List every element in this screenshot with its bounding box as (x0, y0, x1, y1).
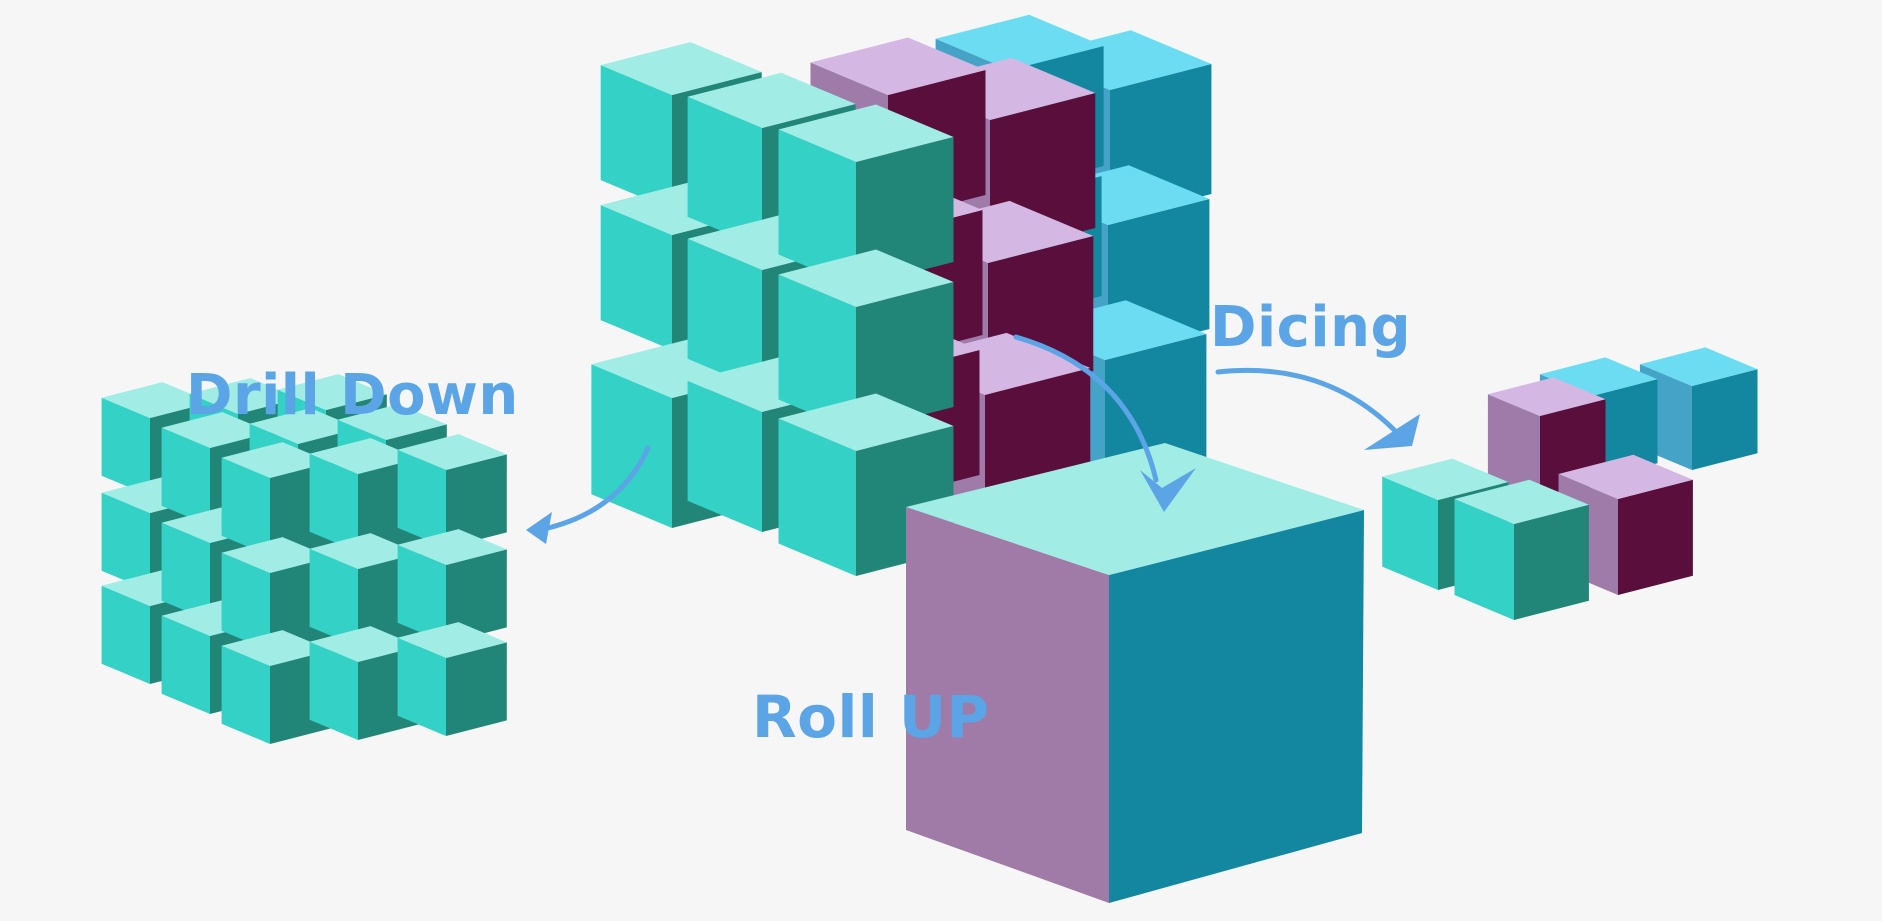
cube-front-face (778, 129, 856, 287)
cube-side-face (856, 137, 954, 287)
dice-cube-cell (1639, 347, 1758, 470)
cube-top-face (810, 37, 986, 95)
drill-cube-cell (397, 622, 507, 736)
cube-front-face (309, 453, 358, 552)
cube-top-face (277, 374, 387, 410)
cube-side-face (1692, 369, 1758, 470)
cube-front-face (1454, 499, 1514, 620)
cube-top-face (249, 408, 359, 444)
dice-cube-cell (1487, 377, 1606, 500)
cube-front-face (161, 615, 210, 714)
cube-top-face (161, 412, 271, 448)
cube-front-face (1382, 476, 1438, 590)
cube-top-face (1382, 458, 1509, 500)
cube-front-face (778, 418, 856, 576)
cube-top-face (1558, 454, 1693, 499)
cube-side-face (1618, 479, 1693, 595)
cube-front-face (778, 274, 856, 432)
big-cube-front-face (906, 507, 1109, 903)
cube-top-face (687, 72, 856, 128)
cube-front-face (221, 645, 270, 744)
cube-top-face (600, 42, 762, 95)
cube-top-face (1454, 479, 1589, 524)
main-cube-cell (778, 104, 954, 287)
cube-top-face (778, 104, 954, 162)
cube-top-face (309, 626, 419, 662)
cube-top-face (397, 434, 507, 470)
cube-top-face (1487, 377, 1606, 416)
cube-front-face (600, 205, 672, 350)
cube-top-face (189, 378, 299, 414)
roll-up-big-cube (906, 443, 1364, 903)
cube-top-face (221, 537, 331, 573)
big-cube-top-face (906, 443, 1364, 575)
cube-front-face (600, 65, 672, 210)
big-cube-side-face (1109, 510, 1364, 903)
drill-down-label: Drill Down (186, 363, 519, 428)
cube-top-face (397, 529, 507, 565)
cube-top-face (101, 382, 211, 418)
cube-side-face (1514, 504, 1589, 620)
cube-side-face (1592, 379, 1658, 480)
dicing-cube (1382, 347, 1758, 620)
curved-arrow-left-icon (526, 445, 651, 544)
drill-cube-cell (397, 529, 507, 643)
cube-top-face (221, 442, 331, 478)
dice-cube-cell (1454, 479, 1589, 620)
cube-top-face (337, 404, 447, 440)
cube-front-face (309, 548, 358, 647)
cube-side-face (856, 282, 954, 432)
cube-front-face (1487, 394, 1540, 500)
roll-up-cube (906, 443, 1364, 903)
roll-up-label: Roll UP (752, 683, 990, 751)
cube-front-face (101, 397, 150, 496)
cube-front-face (687, 380, 762, 532)
cube-top-face (778, 249, 954, 307)
cube-top-face (935, 14, 1104, 71)
cube-top-face (221, 630, 331, 666)
cube-front-face (161, 522, 210, 621)
cube-front-face (397, 637, 446, 736)
cube-side-face (446, 454, 507, 548)
arrows (526, 334, 1420, 544)
cube-front-face (161, 427, 210, 526)
cube-front-face (101, 585, 150, 684)
cube-top-face (309, 438, 419, 474)
curved-arrow-right-icon (1215, 367, 1420, 450)
cube-top-face (1639, 347, 1758, 386)
dicing-label: Dicing (1210, 295, 1412, 360)
drill-cube-cell (397, 434, 507, 548)
drill-down-cube (101, 374, 507, 744)
cube-front-face (221, 457, 270, 556)
cube-front-face (397, 544, 446, 643)
cube-front-face (397, 449, 446, 548)
cube-top-face (778, 393, 954, 451)
cube-side-face (446, 642, 507, 736)
cube-front-face (221, 552, 270, 651)
cube-side-face (446, 549, 507, 643)
main-cube-cell (778, 249, 954, 432)
cube-top-face (397, 622, 507, 658)
cube-front-face (591, 364, 672, 528)
curved-arrow-down-icon (1013, 334, 1196, 512)
cube-front-face (309, 641, 358, 740)
cube-top-face (309, 533, 419, 569)
cube-front-face (687, 96, 762, 248)
cube-front-face (101, 492, 150, 591)
cube-front-face (687, 238, 762, 390)
